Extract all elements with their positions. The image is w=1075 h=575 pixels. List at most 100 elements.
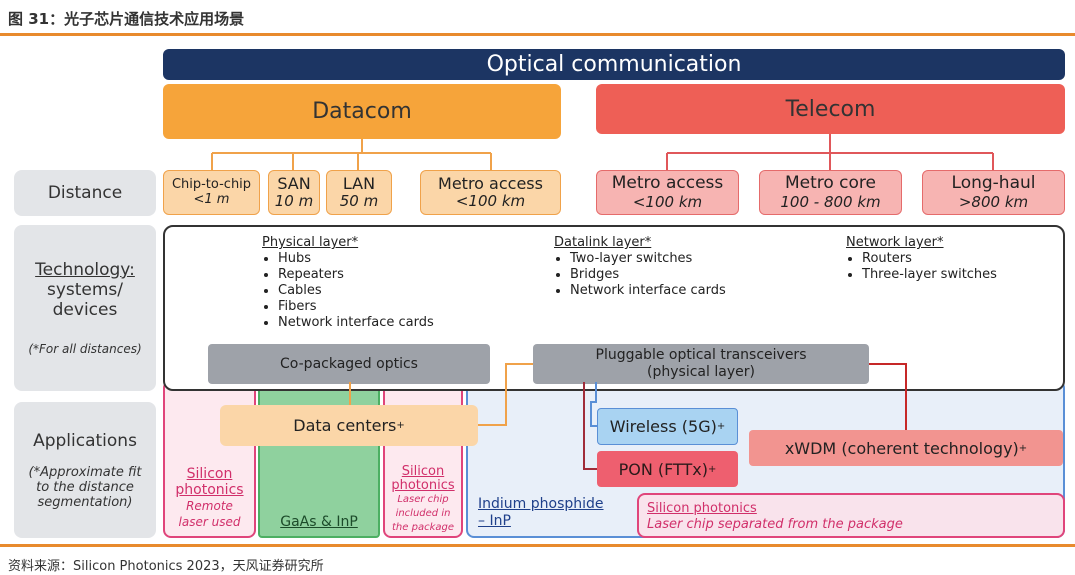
technology-note: (*For all distances)	[28, 342, 142, 356]
sp3-sub: Laser chip separated from the package	[647, 517, 903, 532]
distance-metro-core: Metro core 100 - 800 km	[759, 170, 902, 215]
distance-lan: LAN 50 m	[326, 170, 392, 215]
sp2-sub-line-1: Laser chip	[397, 494, 449, 505]
distance-san: SAN 10 m	[268, 170, 320, 215]
pluggable-transceivers-label: Pluggable optical transceivers	[595, 347, 807, 363]
datalink-layer-title: Datalink layer*	[554, 235, 652, 250]
wireless-5g-box: Wireless (5G)+	[597, 408, 738, 445]
sp2-sub-line-2: included in	[395, 508, 451, 519]
sp1-sub-line-1: Remote	[186, 499, 233, 513]
distance-value: <100 km	[632, 192, 703, 211]
xwdm-box: xWDM (coherent technology)+	[749, 430, 1063, 466]
distance-title: Metro access	[438, 173, 543, 193]
datalink-layer-item: Network interface cards	[570, 283, 726, 299]
physical-layer: Physical layer* Hubs Repeaters Cables Fi…	[262, 235, 434, 331]
physical-layer-item: Repeaters	[278, 267, 434, 283]
wireless-5g-label: Wireless (5G)	[609, 417, 717, 436]
datalink-layer: Datalink layer* Two-layer switches Bridg…	[554, 235, 726, 299]
pluggable-to-wireless-line	[590, 382, 597, 427]
distance-value: <1 m	[193, 191, 230, 207]
co-packaged-optics-label: Co-packaged optics	[280, 355, 418, 372]
telecom-box: Telecom	[596, 84, 1065, 134]
physical-layer-item: Hubs	[278, 251, 434, 267]
distance-value: 10 m	[274, 192, 314, 211]
applications-row-label: Applications (*Approximate fit to the di…	[14, 402, 156, 538]
network-layer-item: Three-layer switches	[862, 267, 997, 283]
distance-value: >800 km	[958, 192, 1029, 211]
silicon-photonics-remote-laser-label: Silicon photonics Remote laser used	[163, 466, 256, 530]
distance-long-haul: Long-haul >800 km	[922, 170, 1065, 215]
pon-superscript: +	[708, 463, 717, 475]
network-layer-item: Routers	[862, 251, 997, 267]
data-centers-box: Data centers+	[220, 405, 478, 446]
optical-communication-header: Optical communication	[163, 49, 1065, 80]
bottom-divider	[0, 544, 1075, 547]
physical-layer-item: Network interface cards	[278, 315, 434, 331]
distance-value: <100 km	[455, 192, 526, 211]
sp2-title-line-2: photonics	[391, 478, 455, 493]
technology-row-label: Technology: systems/ devices (*For all d…	[14, 225, 156, 391]
wireless-superscript: +	[716, 421, 726, 432]
applications-note-1: (*Approximate fit	[28, 464, 142, 480]
applications-label: Applications	[33, 430, 137, 451]
pon-fttx-label: PON (FTTx)	[618, 459, 709, 479]
distance-title: Metro access	[611, 173, 724, 194]
sp3-title: Silicon photonics	[647, 501, 757, 516]
technology-title: Technology:	[35, 260, 135, 280]
data-centers-label: Data centers	[293, 416, 397, 435]
distance-title: SAN	[277, 173, 311, 193]
distance-telecom-metro-access: Metro access <100 km	[596, 170, 739, 215]
datacom-box: Datacom	[163, 84, 561, 139]
technology-line-2: systems/	[46, 280, 124, 300]
distance-title: Long-haul	[951, 173, 1036, 194]
xwdm-label: xWDM (coherent technology)	[784, 438, 1019, 458]
distance-title: Metro core	[784, 173, 877, 194]
distance-value: 50 m	[339, 192, 379, 211]
technology-box: Physical layer* Hubs Repeaters Cables Fi…	[163, 225, 1065, 391]
sp1-sub-line-2: laser used	[178, 515, 241, 529]
sp2-sub-line-3: the package	[392, 522, 454, 533]
pon-fttx-box: PON (FTTx)+	[597, 451, 738, 487]
silicon-photonics-included-label: Silicon photonics Laser chip included in…	[383, 465, 463, 535]
source-note: 资料来源：Silicon Photonics 2023，天风证券研究所	[8, 559, 324, 574]
sp2-title-line-1: Silicon	[401, 464, 445, 479]
physical-layer-item: Fibers	[278, 299, 434, 315]
pluggable-transceivers-sublabel: (physical layer)	[647, 364, 755, 380]
distance-row-label: Distance	[14, 170, 156, 216]
technology-line-3: devices	[52, 300, 118, 320]
pluggable-to-datacenters-line	[478, 363, 533, 426]
applications-note-2: to the distance	[36, 479, 134, 495]
network-layer-title: Network layer*	[846, 235, 944, 250]
distance-value: 100 - 800 km	[780, 192, 881, 211]
sp1-title-line-2: photonics	[175, 482, 244, 498]
datalink-layer-item: Bridges	[570, 267, 726, 283]
applications-note-3: segmentation)	[37, 494, 133, 510]
pluggable-to-xwdm-line	[869, 363, 907, 430]
pluggable-transceivers-box: Pluggable optical transceivers (physical…	[533, 344, 869, 384]
physical-layer-item: Cables	[278, 283, 434, 299]
distance-label: Distance	[47, 183, 123, 203]
inp-line-2: – InP	[478, 513, 511, 529]
distance-title: Chip-to-chip	[171, 176, 252, 192]
silicon-photonics-separated-box: Silicon photonics Laser chip separated f…	[637, 493, 1065, 538]
physical-layer-title: Physical layer*	[262, 235, 359, 250]
distance-title: LAN	[342, 173, 376, 193]
gaas-inp-label: GaAs & InP	[280, 514, 358, 530]
datalink-layer-item: Two-layer switches	[570, 251, 726, 267]
top-divider	[0, 33, 1075, 36]
data-centers-superscript: +	[396, 420, 405, 431]
distance-chip-to-chip: Chip-to-chip <1 m	[163, 170, 260, 215]
network-layer: Network layer* Routers Three-layer switc…	[846, 235, 997, 283]
telecom-connector	[666, 134, 994, 170]
co-packaged-optics-box: Co-packaged optics	[208, 344, 490, 384]
figure-title: 图 31：光子芯片通信技术应用场景	[8, 10, 245, 28]
distance-datacom-metro-access: Metro access <100 km	[420, 170, 561, 215]
inp-line-1: Indium phosphide	[478, 496, 604, 512]
pluggable-to-pon-line	[583, 382, 597, 470]
xwdm-superscript: +	[1018, 442, 1028, 454]
indium-phosphide-label: Indium phosphide – InP	[478, 496, 604, 530]
datacom-connector	[211, 139, 492, 170]
sp1-title-line-1: Silicon	[186, 466, 233, 482]
